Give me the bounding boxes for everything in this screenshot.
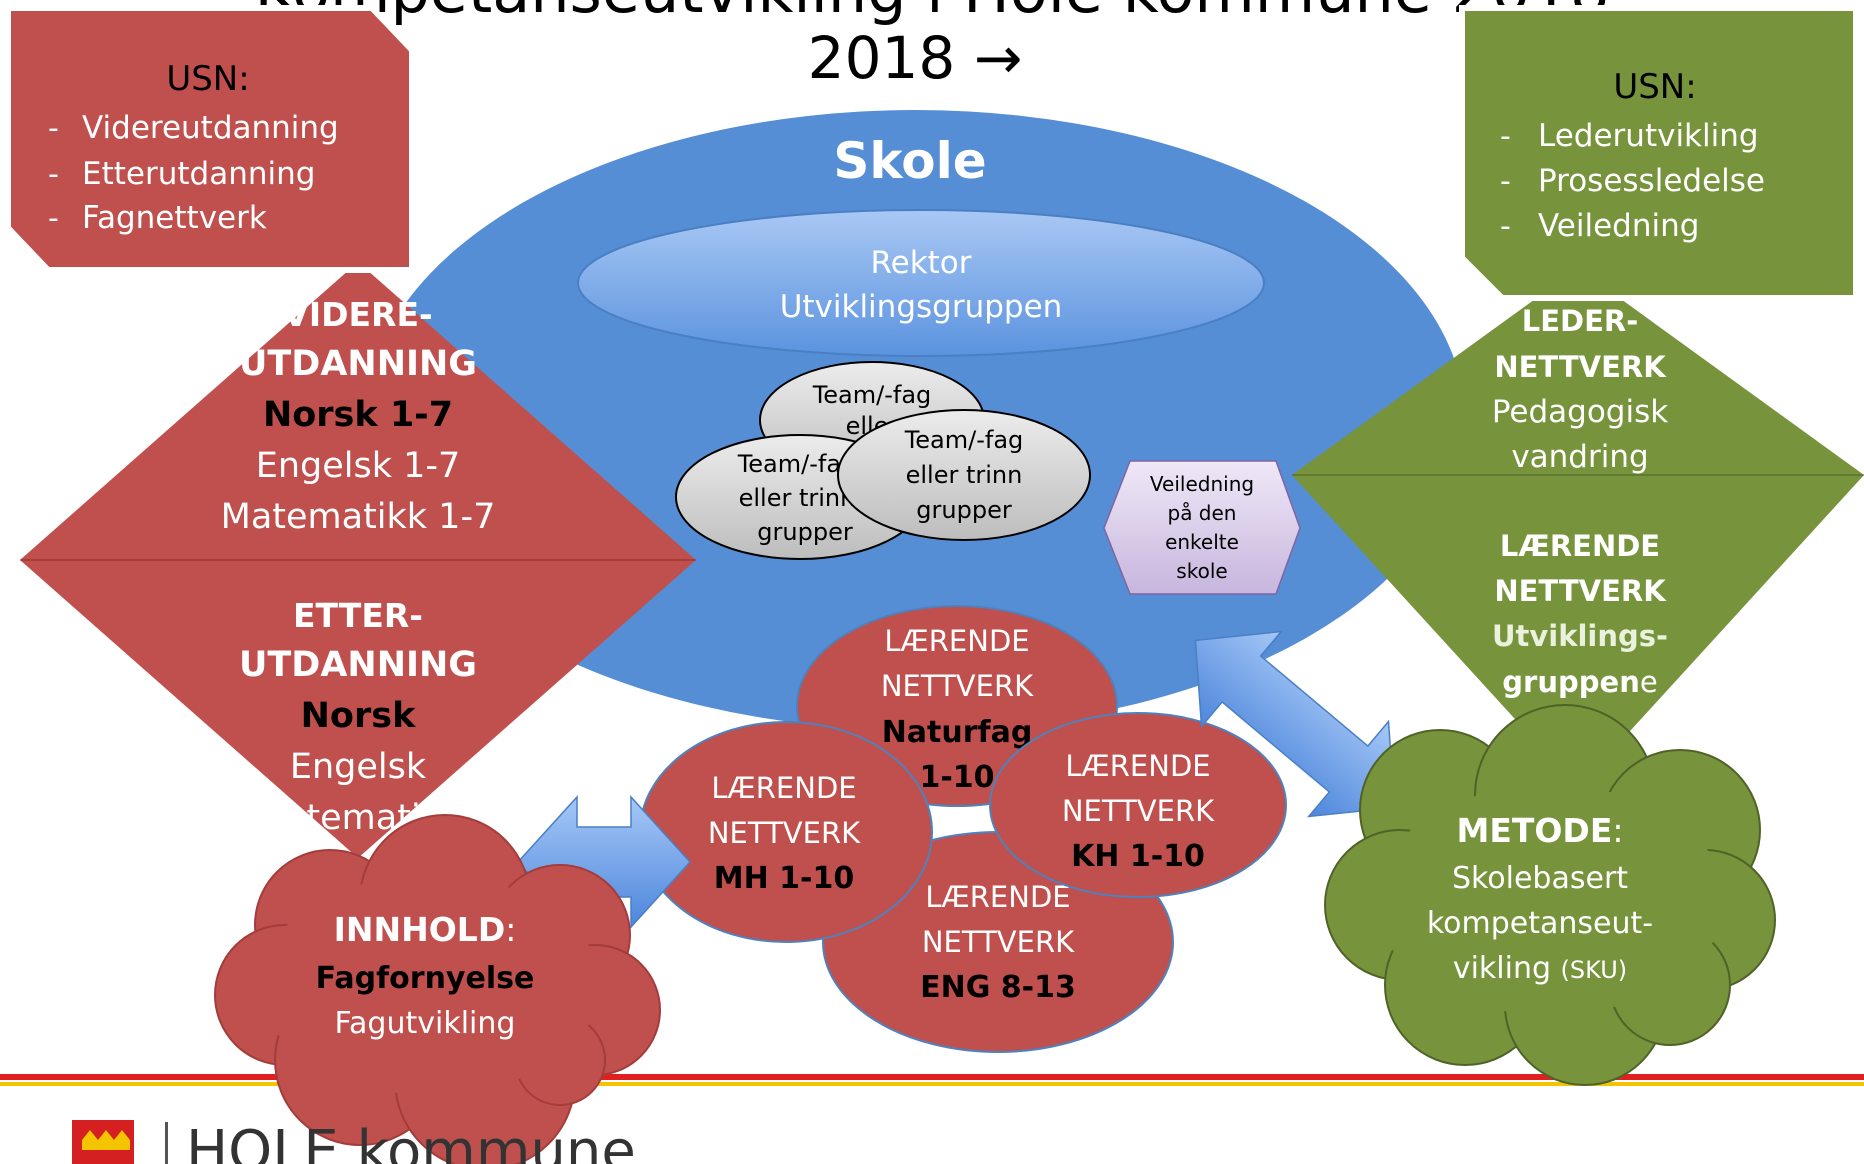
svg-text:Norsk 1-7: Norsk 1-7	[263, 395, 453, 435]
svg-text:Fagutvikling: Fagutvikling	[335, 1006, 516, 1041]
svg-text:Team/-fag: Team/-fag	[812, 381, 932, 409]
svg-text:UTDANNING: UTDANNING	[239, 344, 477, 384]
svg-text:Pedagogisk: Pedagogisk	[1492, 394, 1668, 430]
usn-left-box	[5, 5, 415, 273]
svg-text:-: -	[48, 201, 59, 236]
svg-text:-: -	[1500, 119, 1511, 154]
svg-text:UTDANNING: UTDANNING	[239, 645, 477, 685]
svg-text:enkelte: enkelte	[1165, 530, 1239, 554]
svg-text:vikling (SKU): vikling (SKU)	[1453, 951, 1627, 986]
svg-text:eller trinn: eller trinn	[739, 484, 856, 512]
svg-text:Team/-fag: Team/-fag	[904, 426, 1024, 454]
svg-text:-: -	[48, 111, 59, 146]
guidance-hexagon	[1103, 460, 1301, 595]
svg-text:-: -	[1500, 164, 1511, 199]
svg-text:ENG 8-13: ENG 8-13	[920, 970, 1076, 1005]
svg-text:ETTER-: ETTER-	[293, 596, 423, 635]
svg-text:LÆRENDE: LÆRENDE	[884, 624, 1029, 658]
svg-text:Etterutdanning: Etterutdanning	[82, 156, 315, 192]
svg-text:1-10: 1-10	[919, 760, 994, 795]
svg-text:NETTVERK: NETTVERK	[1062, 794, 1215, 828]
svg-text:grupper: grupper	[916, 496, 1012, 524]
metode-cloud	[1324, 704, 1776, 1086]
svg-text:NETTVERK: NETTVERK	[922, 925, 1075, 959]
svg-text:eller trinn: eller trinn	[906, 461, 1023, 489]
hole-logo: HOLE kommune	[72, 1119, 636, 1164]
svg-text:grupper: grupper	[757, 518, 853, 546]
svg-text:Fagfornyelse: Fagfornyelse	[316, 961, 535, 996]
svg-text:VIDERE-: VIDERE-	[283, 295, 432, 334]
svg-text:NETTVERK: NETTVERK	[1494, 350, 1667, 384]
leadership-line2: Utviklingsgruppen	[780, 289, 1063, 325]
svg-text:Naturfag: Naturfag	[882, 715, 1033, 750]
svg-text:vandring: vandring	[1511, 439, 1648, 475]
svg-text:-: -	[48, 157, 59, 192]
svg-text:LEDER-: LEDER-	[1522, 304, 1639, 338]
right-diamond	[1292, 268, 1864, 788]
svg-text:Veiledning: Veiledning	[1150, 472, 1254, 496]
svg-text:INNHOLD:: INNHOLD:	[334, 910, 517, 949]
svg-text:Veiledning: Veiledning	[1538, 208, 1699, 244]
svg-text:LÆRENDE: LÆRENDE	[1500, 529, 1660, 563]
svg-text:Lederutvikling: Lederutvikling	[1538, 118, 1759, 154]
svg-text:på den: på den	[1168, 501, 1237, 525]
leadership-ellipse	[577, 209, 1265, 357]
svg-text:gruppene: gruppene	[1502, 665, 1657, 699]
team-group-front	[837, 409, 1091, 541]
leadership-line1: Rektor	[870, 245, 971, 281]
svg-text:kompetanseut-: kompetanseut-	[1427, 906, 1653, 941]
logo-text: HOLE kommune	[186, 1119, 636, 1164]
innhold-cloud	[214, 814, 661, 1164]
network-kh	[989, 712, 1287, 898]
svg-text:Fagnettverk: Fagnettverk	[82, 200, 267, 236]
svg-text:USN:: USN:	[1613, 67, 1696, 107]
svg-text:Matematikk 1-7: Matematikk 1-7	[221, 497, 496, 537]
usn-right-box	[1459, 5, 1859, 301]
svg-text:-: -	[1500, 209, 1511, 244]
svg-text:NETTVERK: NETTVERK	[1494, 574, 1667, 608]
svg-text:NETTVERK: NETTVERK	[881, 669, 1034, 703]
svg-text:Utviklings-: Utviklings-	[1492, 619, 1668, 653]
svg-text:KH 1-10: KH 1-10	[1071, 839, 1205, 874]
svg-text:Team/-fag: Team/-fag	[737, 450, 857, 478]
svg-text:LÆRENDE: LÆRENDE	[711, 771, 856, 805]
svg-text:USN:: USN:	[166, 59, 249, 99]
svg-text:Skolebasert: Skolebasert	[1452, 861, 1628, 896]
svg-text:NETTVERK: NETTVERK	[708, 816, 861, 850]
footer-stripe-red	[0, 1074, 1864, 1080]
svg-text:MH 1-10: MH 1-10	[714, 861, 854, 896]
svg-text:Videreutdanning: Videreutdanning	[82, 110, 339, 146]
school-title: Skole	[833, 132, 986, 190]
svg-text:Engelsk 1-7: Engelsk 1-7	[256, 446, 461, 486]
footer-stripe-yellow	[0, 1082, 1864, 1086]
svg-text:METODE:: METODE:	[1456, 811, 1623, 850]
svg-text:skole: skole	[1176, 559, 1227, 583]
title-line2: 2018 →	[808, 24, 1023, 92]
svg-text:LÆRENDE: LÆRENDE	[925, 880, 1070, 914]
svg-text:Prosessledelse: Prosessledelse	[1538, 163, 1765, 199]
svg-text:Norsk: Norsk	[301, 696, 416, 736]
svg-text:Engelsk: Engelsk	[290, 747, 427, 787]
svg-text:LÆRENDE: LÆRENDE	[1065, 749, 1210, 783]
title-line1: Kompetanseutvikling i Hole kommune 2018	[255, 0, 1610, 27]
